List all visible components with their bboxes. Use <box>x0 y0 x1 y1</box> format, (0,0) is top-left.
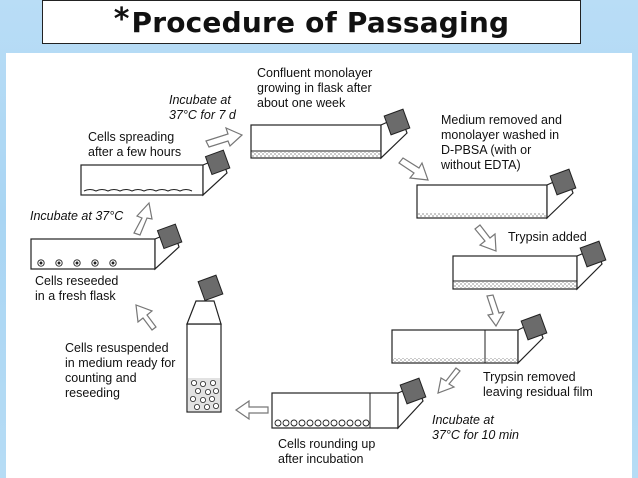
flask-reseeded <box>30 223 183 271</box>
flask-vertical-resuspended <box>186 274 224 413</box>
label-reseeded: Cells reseeded in a fresh flask <box>35 274 122 303</box>
arrows <box>133 126 506 421</box>
label-rounding: Cells rounding up after incubation <box>278 437 379 466</box>
flask-trypsin-removed <box>391 313 548 365</box>
label-confluent: Confluent monolayer growing in flask aft… <box>257 66 376 110</box>
arrow-resuspended-to-reseeded <box>135 304 157 331</box>
arrow-spreading-to-confluent <box>205 126 244 148</box>
flask-spreading <box>80 149 231 197</box>
rounded-cells <box>274 419 370 427</box>
arrow-confluent-to-washed <box>398 157 429 181</box>
flask-confluent <box>250 108 411 160</box>
arrow-reseeded-to-spreading <box>133 201 153 236</box>
title-box: * Procedure of Passaging <box>42 0 581 44</box>
label-spreading: Cells spreading after a few hours <box>88 130 181 159</box>
title-star: * <box>113 1 130 37</box>
label-incubate-37: Incubate at 37°C <box>30 209 124 223</box>
arrow-removed-to-rounding <box>437 367 461 394</box>
arrow-trypsin-to-removed <box>486 294 506 328</box>
label-incubate-10min: Incubate at 37°C for 10 min <box>432 413 519 442</box>
page-title: Procedure of Passaging <box>131 5 510 39</box>
label-trypsin-added: Trypsin added <box>508 230 587 244</box>
passaging-diagram: Confluent monolayer growing in flask aft… <box>30 66 607 466</box>
flask-rounding <box>271 377 427 430</box>
label-incubate-7d: Incubate at 37°C for 7 d <box>169 93 237 122</box>
label-resuspended: Cells resuspended in medium ready for co… <box>65 341 179 400</box>
flask-trypsin-added <box>452 240 607 291</box>
arrow-washed-to-trypsin <box>474 224 497 252</box>
flask-medium-removed <box>416 168 577 220</box>
label-medium-removed: Medium removed and monolayer washed in D… <box>440 113 565 172</box>
diagram-panel: Confluent monolayer growing in flask aft… <box>6 53 632 478</box>
arrow-rounding-to-resuspended <box>234 399 269 421</box>
label-trypsin-removed: Trypsin removed leaving residual film <box>483 370 593 399</box>
